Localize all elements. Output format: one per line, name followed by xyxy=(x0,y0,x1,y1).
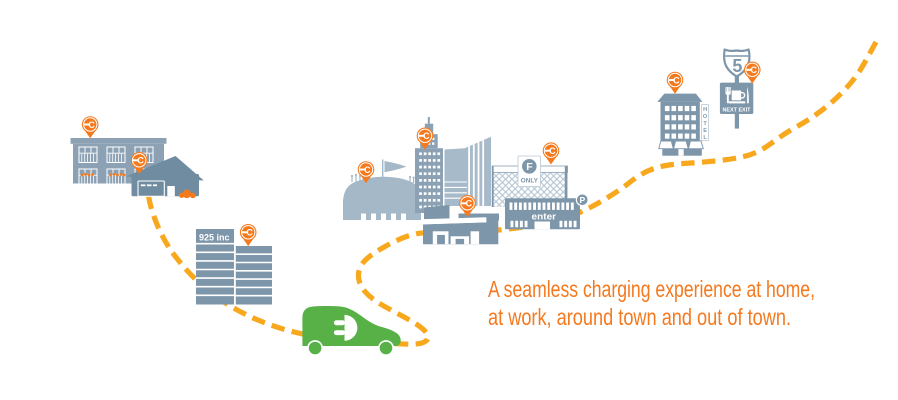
svg-text:T: T xyxy=(703,121,707,127)
svg-text:5: 5 xyxy=(732,56,742,76)
svg-text:at work, around town and out o: at work, around town and out of town. xyxy=(488,304,791,330)
svg-text:NEXT EXIT: NEXT EXIT xyxy=(723,108,751,114)
svg-text:H: H xyxy=(703,107,707,113)
svg-text:925 inc: 925 inc xyxy=(199,232,230,242)
svg-text:L: L xyxy=(703,135,707,141)
svg-text:A seamless charging experience: A seamless charging experience at home, xyxy=(488,276,815,302)
svg-text:P: P xyxy=(579,195,585,205)
svg-text:E: E xyxy=(703,128,707,134)
svg-text:enter: enter xyxy=(532,211,557,221)
svg-text:ONLY: ONLY xyxy=(521,178,539,185)
svg-text:F: F xyxy=(526,161,533,173)
svg-text:O: O xyxy=(703,114,708,120)
